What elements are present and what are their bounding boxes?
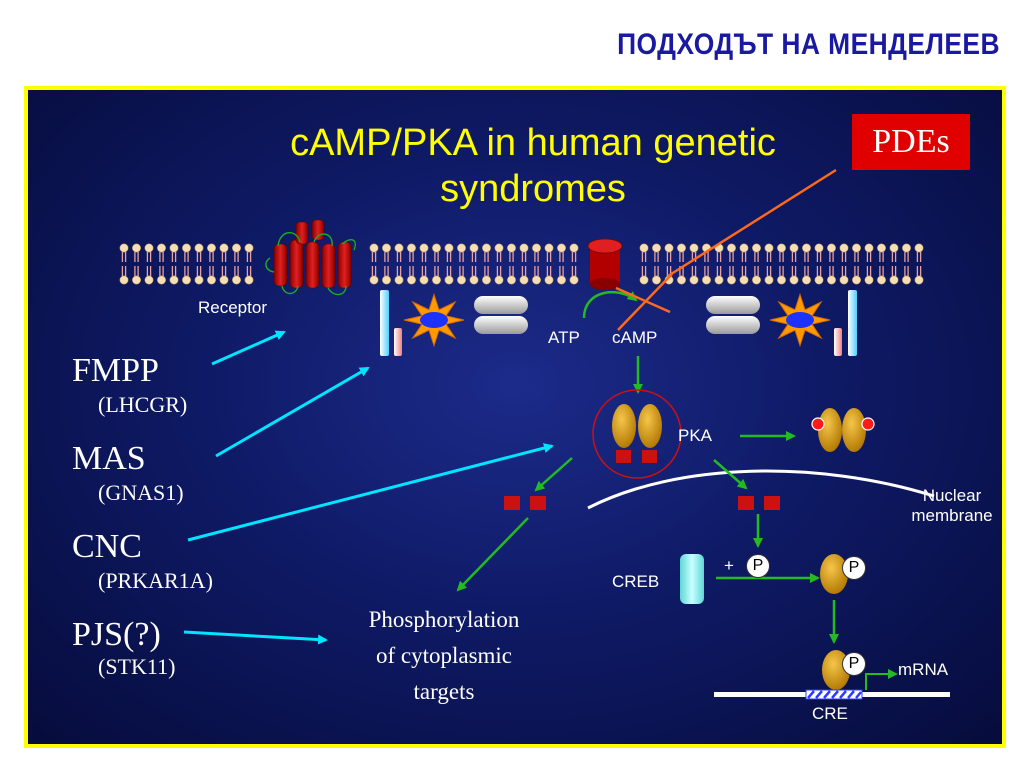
slide-title-line-2: syndromes <box>440 168 626 210</box>
cell-membrane <box>119 243 924 285</box>
pdes-inhibition-line-2 <box>615 286 671 314</box>
gene-stk11: (STK11) <box>98 654 176 679</box>
syndrome-cnc: CNC <box>72 528 142 565</box>
pathway-diagram <box>119 168 950 700</box>
gene-lhcgr: (LHCGR) <box>98 392 188 417</box>
nuclear-label-line-2: membrane <box>911 506 993 525</box>
phosphorylation-caption: Phosphorylation of cytoplasmic targets <box>346 602 542 710</box>
plus-label: + <box>724 556 734 575</box>
pka-to-nucleus-arrow <box>713 459 748 490</box>
transcription-arrow <box>865 669 898 690</box>
adenylyl-cyclase-icon <box>587 238 623 290</box>
phosphorylation-line-1: Phosphorylation <box>368 607 520 632</box>
slide-title-line-1: cAMP/PKA in human genetic <box>290 122 776 164</box>
mas-arrow <box>215 366 370 458</box>
receptor-icon <box>265 219 356 296</box>
regulatory-subunit-icon <box>811 408 875 452</box>
cre-label: CRE <box>812 704 848 723</box>
phosphate-tag-free: P <box>746 554 770 578</box>
pka-label: PKA <box>678 426 713 445</box>
g-protein-right <box>706 290 857 356</box>
g-protein-left <box>380 290 528 356</box>
syndrome-mas: MAS <box>72 440 146 477</box>
creb-label: CREB <box>612 572 660 591</box>
pjs-arrow <box>183 630 328 645</box>
gene-prkar1a: (PRKAR1A) <box>98 568 213 593</box>
gene-gnas1: (GNAS1) <box>98 480 184 505</box>
nuclear-label-line-1: Nuclear <box>922 486 982 505</box>
nuclear-membrane <box>587 469 935 510</box>
slide-title: cAMP/PKA in human genetic syndromes <box>208 120 858 212</box>
pka-holoenzyme-icon <box>592 389 682 479</box>
atp-label: ATP <box>548 328 580 347</box>
phospho-creb-icon <box>820 554 848 594</box>
phosphorylation-line-2: of cytoplasmic <box>375 643 513 668</box>
creb-icon <box>680 554 704 604</box>
catalytic-subunits-cytoplasm <box>504 496 546 510</box>
catalytic-subunits-nucleus <box>738 496 780 510</box>
phosphorylation-line-3: targets <box>413 679 475 704</box>
receptor-label: Receptor <box>198 298 267 317</box>
atp-to-camp-arrow <box>582 290 638 319</box>
slide-panel: cAMP/PKA in human genetic syndromes PDEs… <box>24 86 1006 748</box>
cre-element <box>805 689 863 700</box>
header-title: ПОДХОДЪТ НА МЕНДЕЛЕЕВ <box>617 28 1000 61</box>
pdes-pointer-line <box>667 168 837 278</box>
syndrome-fmpp: FMPP <box>72 352 159 389</box>
mrna-label: mRNA <box>898 660 949 679</box>
cnc-arrow <box>187 443 554 542</box>
nuclear-membrane-label: Nuclear membrane <box>902 486 1002 526</box>
phosphate-tag-bound: P <box>842 652 866 676</box>
syndrome-pjs: PJS(?) <box>72 616 161 653</box>
pdes-label: PDEs <box>872 123 950 160</box>
camp-label: cAMP <box>612 328 658 347</box>
fmpp-arrow <box>211 330 286 366</box>
pdes-label-box: PDEs <box>852 114 970 170</box>
to-phosphorylation-arrow <box>456 517 529 592</box>
pka-to-cytoplasm-arrow <box>534 457 573 492</box>
phosphate-tag-creb: P <box>842 556 866 580</box>
